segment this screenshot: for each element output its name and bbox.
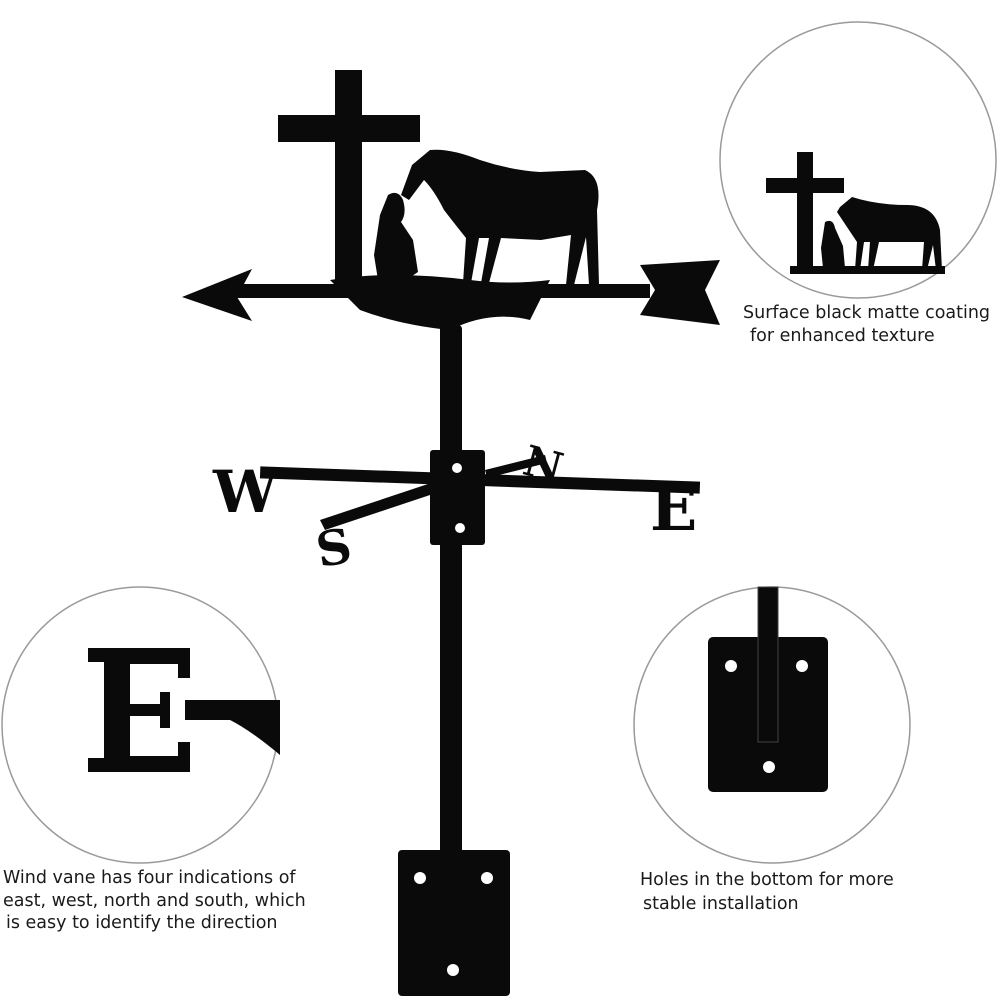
coating-caption-line2: for enhanced texture — [750, 326, 935, 346]
pole — [440, 325, 462, 855]
kneeling-man-icon — [374, 192, 418, 280]
south-letter: S — [312, 518, 356, 579]
coating-detail-circle — [719, 21, 997, 299]
directions-caption-line3: is easy to identify the direction — [6, 913, 278, 933]
arrow-head-icon — [182, 269, 252, 321]
mounting-plate — [398, 850, 510, 996]
arrow-tail-icon — [640, 260, 720, 325]
coating-caption-line1: Surface black matte coating — [743, 303, 991, 323]
directions-caption-line1: Wind vane has four indications of — [3, 868, 296, 888]
east-letter: E — [650, 472, 697, 545]
center-bracket — [430, 450, 485, 545]
cross-icon — [335, 70, 362, 290]
holes-detail-circle — [633, 586, 911, 864]
compass-letter-detail-circle — [1, 586, 280, 864]
west-letter: W — [212, 458, 279, 526]
holes-caption-line1: Holes in the bottom for more — [640, 870, 894, 890]
horse-icon — [401, 149, 599, 285]
holes-caption-line2: stable installation — [643, 894, 799, 914]
weathervane — [182, 70, 720, 996]
directions-caption-line2: east, west, north and south, which — [3, 891, 306, 911]
